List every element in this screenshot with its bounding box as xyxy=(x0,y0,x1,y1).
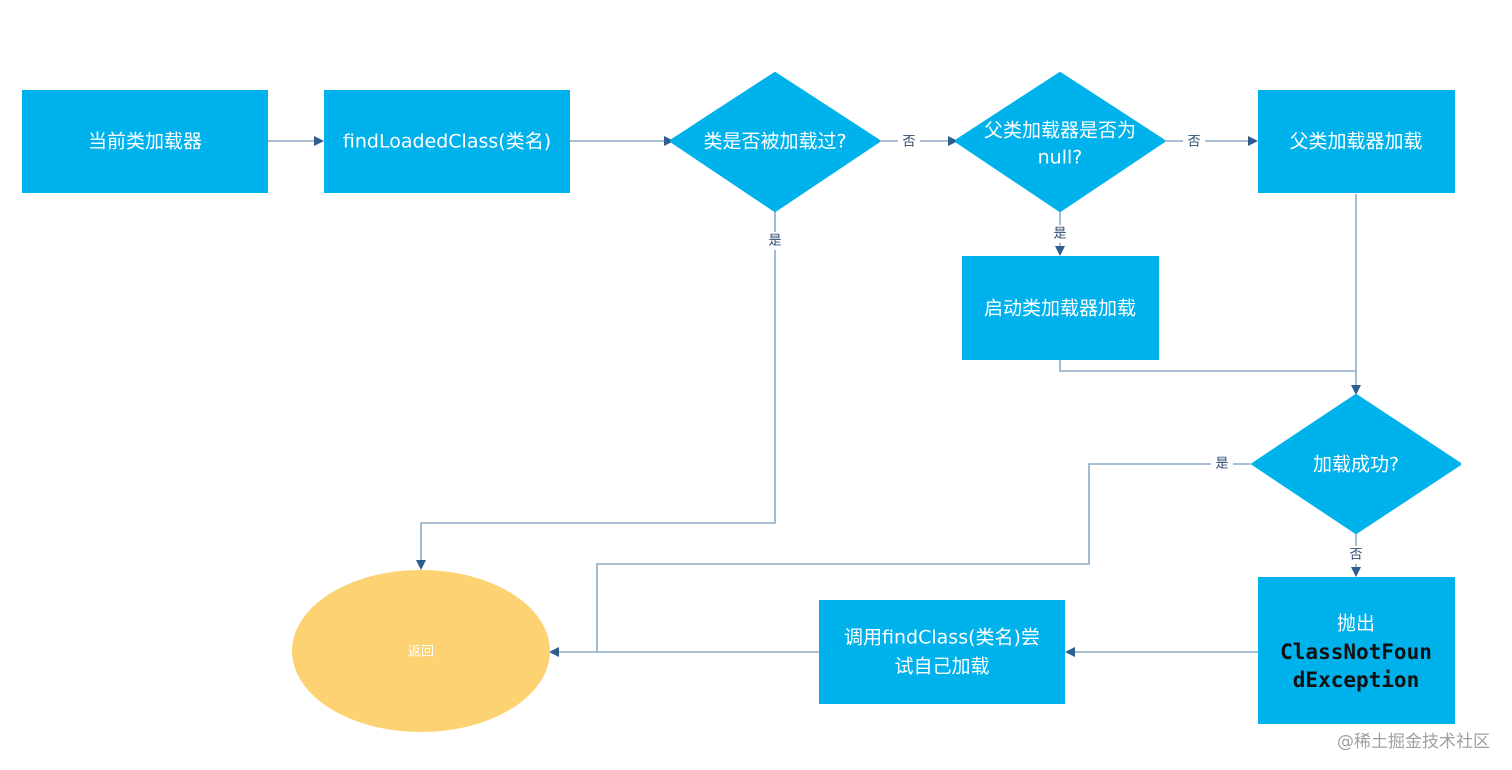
decision-is-loaded[interactable]: 类是否被加载过? xyxy=(670,72,880,212)
node-find-loaded-class[interactable]: findLoadedClass(类名) xyxy=(324,90,570,193)
edge-label-parentnull-yes: 是 xyxy=(1053,227,1066,242)
terminal-return[interactable]: 返回 xyxy=(292,570,550,732)
node-throw-exception-line1: 抛出 xyxy=(1337,613,1375,635)
watermark: @稀土掘金技术社区 xyxy=(1337,732,1490,752)
node-find-class-self-line2: 试自己加载 xyxy=(894,656,989,678)
node-throw-exception[interactable]: 抛出 ClassNotFoun dException xyxy=(1258,577,1455,724)
decision-load-success[interactable]: 加载成功? xyxy=(1252,394,1461,534)
decision-is-loaded-label: 类是否被加载过? xyxy=(703,131,846,153)
node-current-loader[interactable]: 当前类加载器 xyxy=(22,90,268,193)
node-bootstrap-load-label: 启动类加载器加载 xyxy=(984,298,1136,320)
decision-load-success-label: 加载成功? xyxy=(1313,454,1399,476)
node-throw-exception-line3: dException xyxy=(1293,668,1419,692)
decision-parent-is-null-line2: null? xyxy=(1038,147,1083,169)
edges xyxy=(268,136,1361,657)
edge-success-yes-to-return xyxy=(596,463,1253,652)
edge-isloaded-yes-to-return xyxy=(416,211,776,570)
node-throw-exception-line2: ClassNotFoun xyxy=(1280,640,1432,664)
edge-label-success-yes: 是 xyxy=(1215,457,1228,472)
node-current-loader-label: 当前类加载器 xyxy=(88,131,202,153)
terminal-return-label: 返回 xyxy=(408,645,434,660)
edge-label-isloaded-no: 否 xyxy=(902,135,915,150)
node-parent-load[interactable]: 父类加载器加载 xyxy=(1258,90,1455,193)
node-find-loaded-class-label: findLoadedClass(类名) xyxy=(343,131,551,153)
node-find-class-self-line1: 调用findClass(类名)尝 xyxy=(844,627,1040,649)
node-parent-load-label: 父类加载器加载 xyxy=(1289,131,1422,153)
node-bootstrap-load[interactable]: 启动类加载器加载 xyxy=(962,256,1159,360)
edge-label-success-no: 否 xyxy=(1349,548,1362,563)
edge-label-parentnull-no: 否 xyxy=(1187,135,1200,150)
edge-labels: 否 是 否 是 是 否 xyxy=(764,132,1367,564)
node-find-class-self[interactable]: 调用findClass(类名)尝 试自己加载 xyxy=(819,600,1065,704)
edge-label-isloaded-yes: 是 xyxy=(768,234,781,249)
decision-parent-is-null[interactable]: 父类加载器是否为 null? xyxy=(955,72,1165,212)
edge-bootstrap-to-success xyxy=(1059,360,1356,372)
decision-parent-is-null-line1: 父类加载器是否为 xyxy=(984,120,1136,142)
